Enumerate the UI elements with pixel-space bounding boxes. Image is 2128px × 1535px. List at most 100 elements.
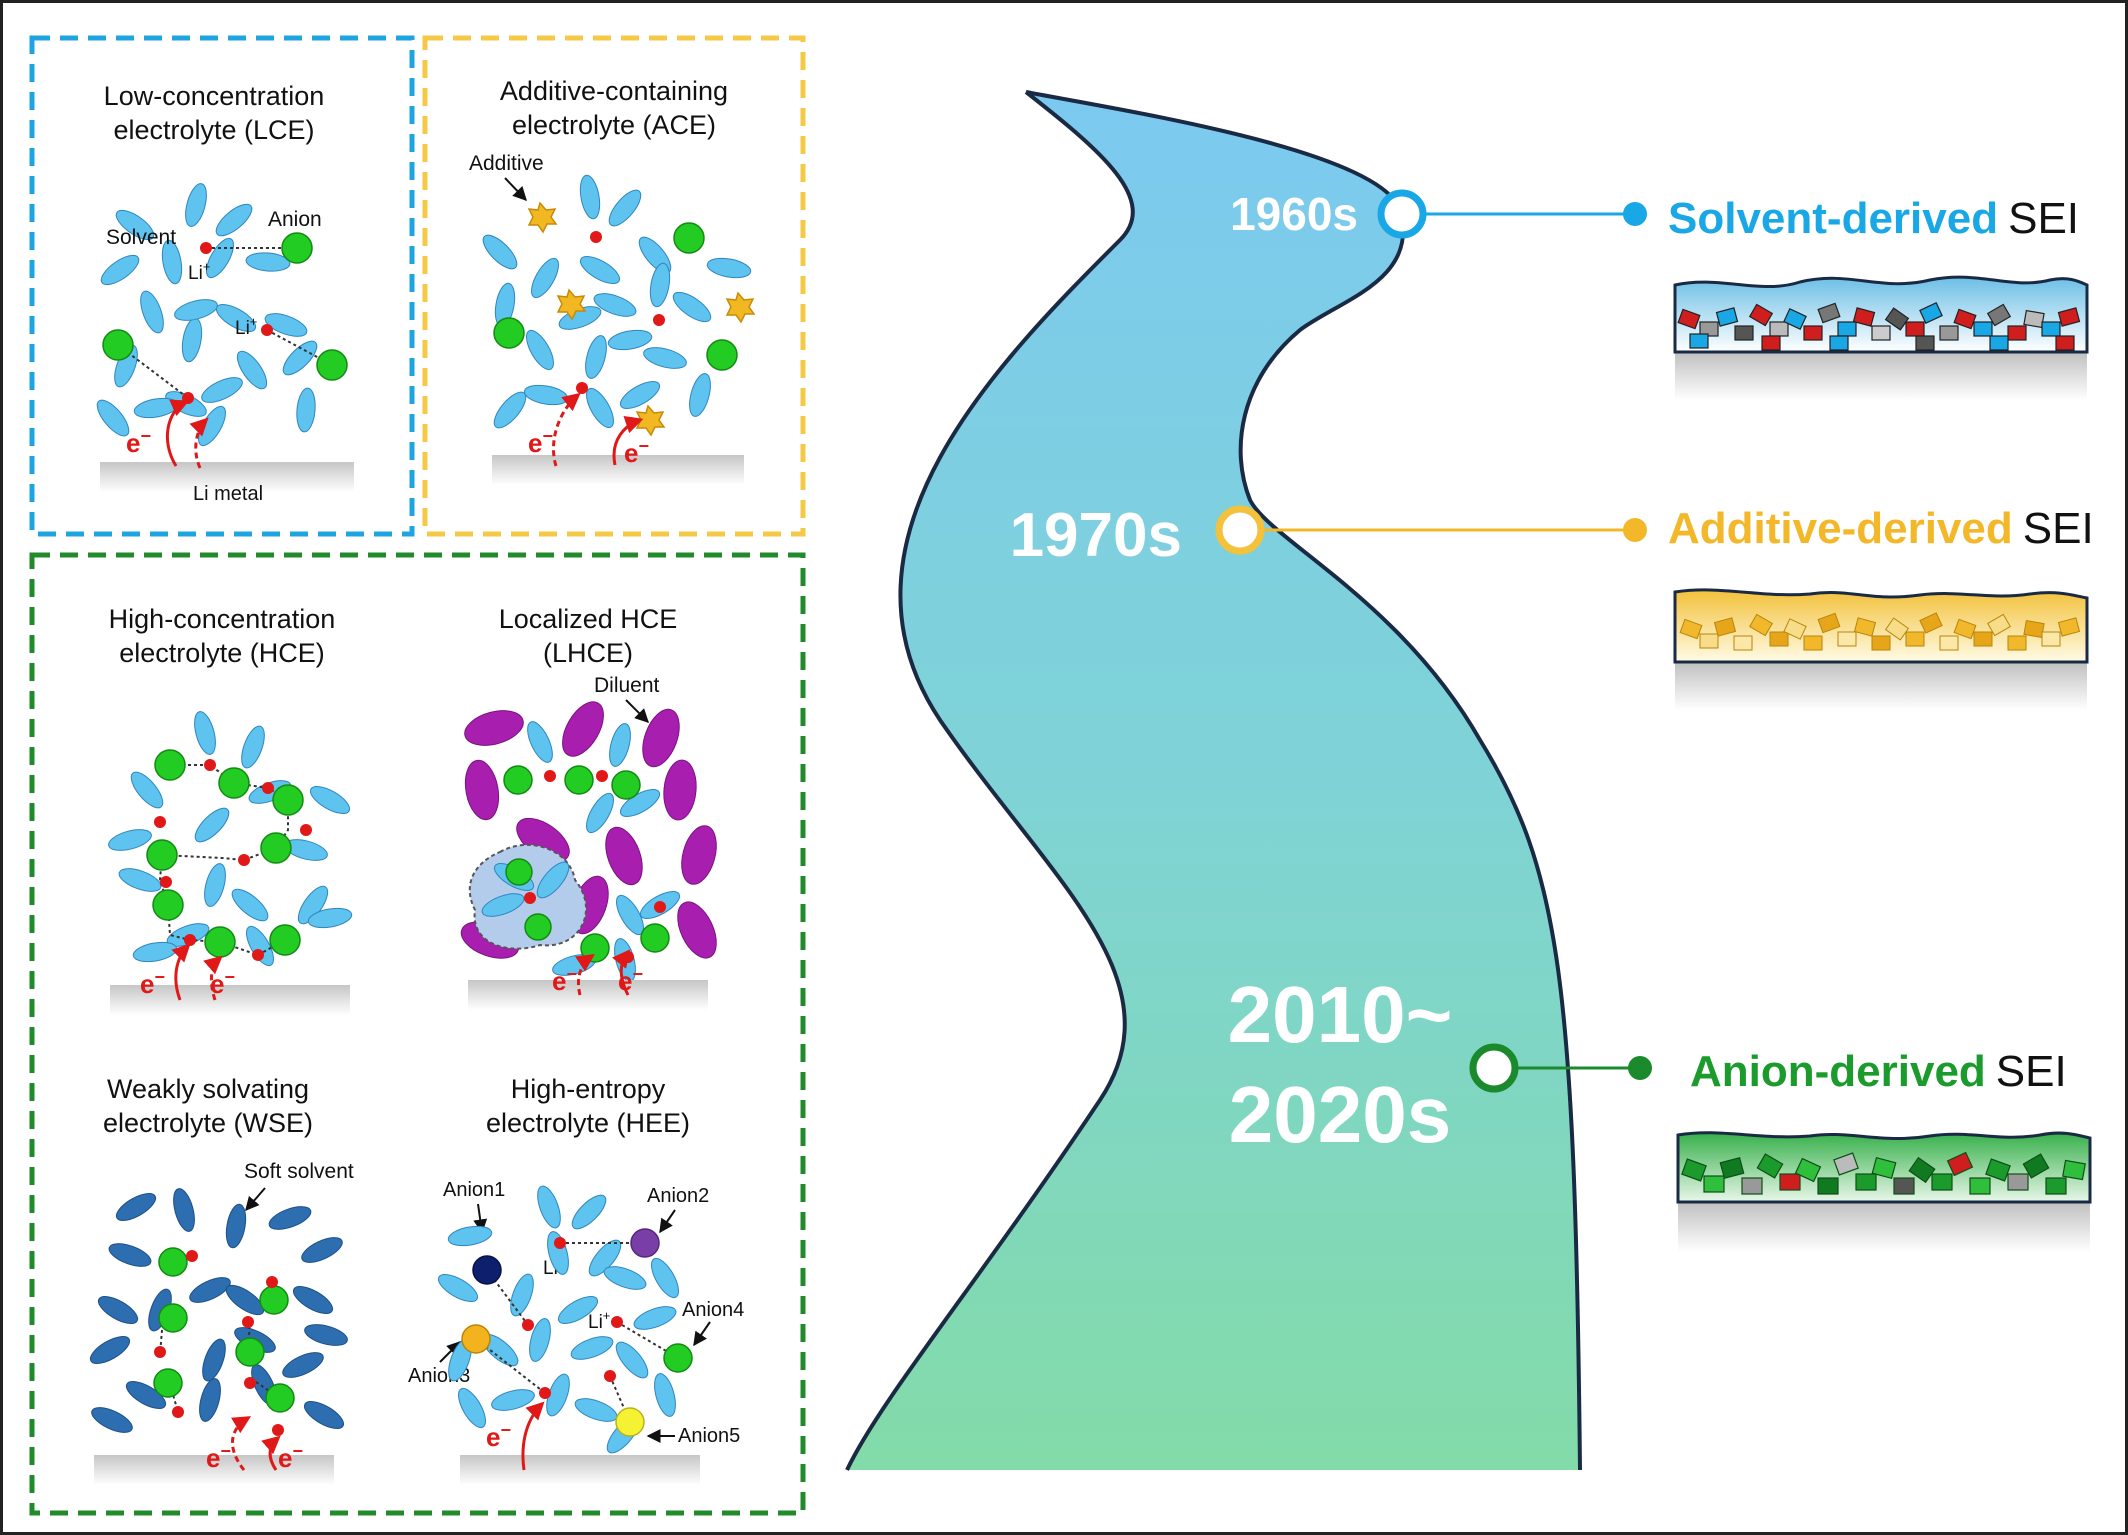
ace-label-additive: Additive: [469, 152, 544, 175]
wse-electron-label-1: e−: [206, 1441, 231, 1473]
wse-electron-transfer: e− e−: [206, 1416, 303, 1473]
hee-anion3: [461, 1324, 491, 1354]
era-1960s-label: 1960s: [1230, 188, 1358, 240]
wse-title-line2: electrolyte (WSE): [103, 1108, 313, 1138]
lce-frame: [29, 35, 415, 537]
hee-panel: High-entropy electrolyte (HEE) Anion1 An…: [408, 1074, 744, 1485]
ace-li-ions: [576, 231, 665, 394]
wse-label-soft-solvent: Soft solvent: [244, 1160, 354, 1183]
hce-title-line2: electrolyte (HCE): [119, 638, 325, 668]
hee-title-line2: electrolyte (HEE): [486, 1108, 690, 1138]
ace-electron-label-1: e−: [528, 426, 553, 458]
ace-panel: Additive-containing electrolyte (ACE) Ad…: [422, 35, 806, 537]
lce-title-line1: Low-concentration: [104, 81, 325, 111]
sei-anion-grains: [1681, 1151, 2086, 1195]
lhce-diluent-molecules: [460, 701, 717, 959]
era-2010s-end-dot: [1628, 1056, 1652, 1080]
sei-additive-grains: [1679, 612, 2081, 651]
lce-label-li-1: Li+: [188, 259, 210, 284]
wse-solvent-molecules: [89, 1188, 348, 1433]
hce-electron-transfer: e− e−: [140, 943, 235, 1001]
lce-label-anion: Anion: [268, 208, 322, 231]
ace-electron-label-2: e−: [624, 436, 649, 468]
ace-title-line1: Additive-containing: [500, 76, 728, 106]
hce-li-metal-electrode: [110, 985, 350, 1015]
lce-solvent-molecules: [96, 183, 318, 447]
lce-li-ions: [182, 242, 273, 404]
hce-anions: [146, 749, 304, 958]
timeline-2010s: 2010~ 2020s: [1228, 970, 1652, 1159]
wse-soft-solvent-arrow: [245, 1187, 266, 1212]
hee-solvent-molecules: [437, 1185, 679, 1454]
ace-frame: [422, 35, 806, 537]
hce-dotted-bonds: [158, 764, 289, 957]
lhce-diluent-arrow: [625, 699, 649, 723]
ace-li-metal-electrode: [492, 455, 744, 485]
hee-label-li-2: Li+: [588, 1308, 610, 1333]
hee-anions: [461, 1228, 693, 1437]
sei-solvent-grains: [1677, 302, 2081, 351]
timeline-river: [847, 92, 1580, 1470]
lhce-electron-transfer: e− e−: [552, 949, 643, 996]
era-1970s-node: [1215, 505, 1265, 555]
ace-anions: [493, 222, 738, 371]
timeline-1960s: 1960s: [1230, 188, 1647, 240]
hee-label-anion5: Anion5: [678, 1425, 740, 1447]
lce-label-li-2: Li+: [235, 314, 257, 339]
lhce-title-line1: Localized HCE: [499, 604, 678, 634]
lce-anions: [102, 232, 348, 381]
hce-electron-label-1: e−: [140, 967, 165, 999]
wse-panel: Weakly solvating electrolyte (WSE) Soft …: [89, 1074, 354, 1485]
lhce-electron-label-1: e−: [552, 964, 577, 996]
sei-solvent-illustration: [1673, 275, 2089, 400]
era-1960s-node: [1377, 189, 1427, 239]
era-1970s-label: 1970s: [1010, 501, 1182, 570]
hce-li-ions: [154, 759, 312, 961]
era-1960s-end-dot: [1623, 202, 1647, 226]
hee-label-arrows: [439, 1203, 711, 1443]
era-2010s-label-line2: 2020s: [1229, 1070, 1451, 1159]
wse-electron-label-2: e−: [278, 1441, 303, 1473]
hee-electron-label: e−: [486, 1420, 511, 1452]
era-2010s-node: [1469, 1043, 1519, 1093]
lce-title-line2: electrolyte (LCE): [113, 115, 314, 145]
timeline-1970s: 1970s: [1010, 501, 1647, 570]
wse-li-metal-electrode: [94, 1455, 334, 1485]
sei-additive-illustration: [1673, 588, 2089, 710]
hee-label-anion2: Anion2: [647, 1185, 709, 1207]
lce-panel: Low-concentration electrolyte (LCE): [29, 35, 415, 537]
era-2010s-label-line1: 2010~: [1228, 970, 1453, 1059]
lhce-title-line2: (LHCE): [543, 638, 633, 668]
lhce-electron-label-2: e−: [618, 964, 643, 996]
hce-electron-label-2: e−: [210, 967, 235, 999]
ace-title-line2: electrolyte (ACE): [512, 110, 716, 140]
hee-electron-transfer: e−: [486, 1401, 545, 1471]
hee-anion1: [472, 1255, 502, 1285]
hee-anion2: [630, 1228, 660, 1258]
sei-anion-illustration: [1676, 1131, 2092, 1252]
wse-title-line1: Weakly solvating: [107, 1074, 309, 1104]
lhce-label-diluent: Diluent: [594, 674, 660, 697]
hee-title-line1: High-entropy: [511, 1074, 666, 1104]
hee-li-metal-electrode: [460, 1455, 700, 1485]
lce-electron-transfer: e−: [126, 399, 209, 469]
ace-additive-molecules: [527, 201, 756, 437]
hee-anion5: [615, 1407, 645, 1437]
hee-anion4: [663, 1343, 693, 1373]
lce-label-li-metal: Li metal: [193, 483, 263, 505]
wse-anions: [153, 1247, 295, 1413]
lce-li-metal-electrode: [100, 462, 354, 492]
green-frame: [29, 552, 806, 1516]
hce-title-line1: High-concentration: [109, 604, 336, 634]
hee-li-ions: [522, 1237, 623, 1399]
ace-additive-arrow: [504, 177, 527, 202]
lhce-li-metal-electrode: [468, 980, 708, 1010]
ace-electron-transfer: e− e−: [528, 392, 649, 468]
ace-solvent-molecules: [482, 174, 752, 429]
hee-label-anion1: Anion1: [443, 1179, 505, 1201]
